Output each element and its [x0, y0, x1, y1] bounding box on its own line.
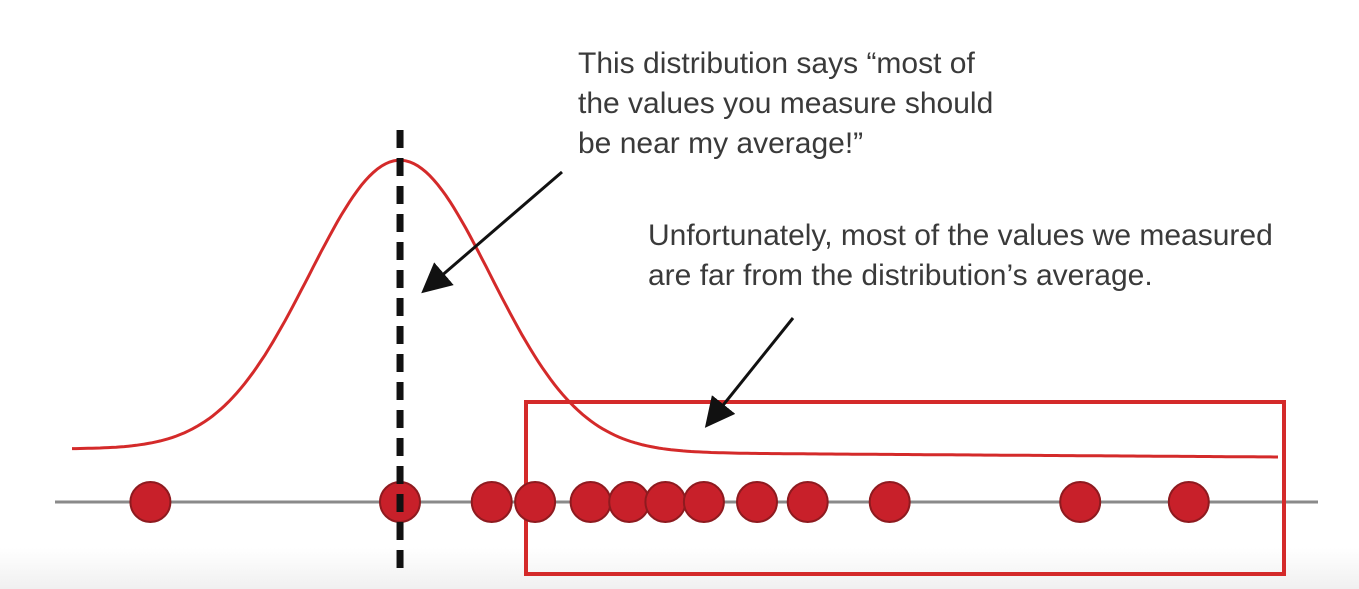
distribution-callout-line-1: This distribution says “most of: [578, 47, 975, 80]
data-point-10: [786, 481, 829, 523]
arrow-to-mean-line: [421, 170, 563, 294]
data-point-13: [1167, 481, 1210, 523]
data-point-4: [514, 481, 557, 523]
measured-callout-line-2: are far from the distribution’s average.: [648, 259, 1153, 292]
data-point-3: [470, 481, 513, 523]
normal-distribution-curve: [72, 158, 1278, 459]
data-point-8: [682, 481, 725, 523]
arrow-to-curve-tail: [704, 317, 795, 428]
bottom-fade: [0, 548, 1359, 589]
distribution-callout: This distribution says “most of the valu…: [578, 44, 993, 164]
data-point-12: [1059, 481, 1102, 523]
data-point-1: [129, 481, 172, 523]
distribution-callout-line-3: be near my average!”: [578, 127, 864, 160]
measured-values-callout: Unfortunately, most of the values we mea…: [648, 216, 1273, 296]
data-point-7: [644, 481, 687, 523]
measured-points: [129, 481, 1210, 523]
measured-callout-line-1: Unfortunately, most of the values we mea…: [648, 219, 1273, 252]
data-point-6: [608, 481, 651, 523]
data-point-9: [736, 481, 778, 523]
distribution-callout-line-2: the values you measure should: [578, 87, 994, 120]
data-point-11: [868, 481, 911, 523]
data-point-5: [569, 481, 612, 523]
